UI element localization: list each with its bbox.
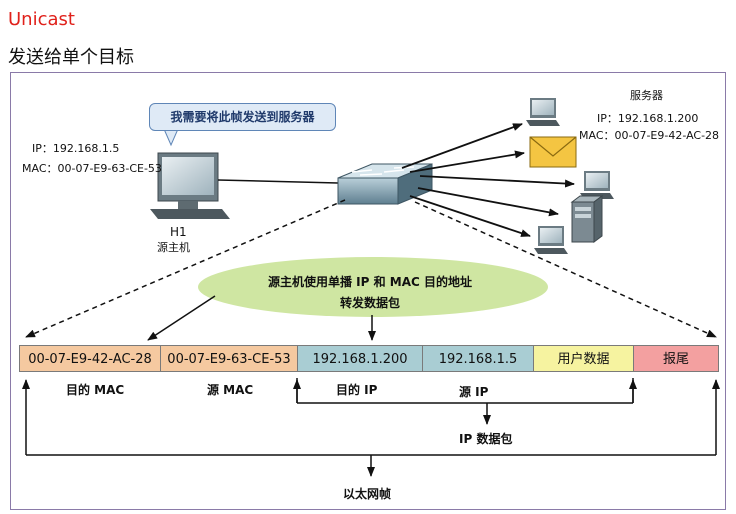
arrow-to-server: [409, 150, 525, 173]
server-label: 服务器: [630, 89, 663, 102]
ellipse-left-arrow: [147, 295, 216, 341]
ip-packet-label: IP 数据包: [459, 432, 513, 446]
dashed-right-line: [414, 201, 717, 338]
src-mac-label: 源 MAC: [207, 383, 254, 397]
ip-packet-bracket: [293, 378, 637, 425]
desktop-computer-icon: [580, 171, 614, 199]
bubble-pointer: [163, 128, 179, 147]
dest-mac-label: 目的 MAC: [66, 383, 125, 397]
source-mac: MAC：00-07-E9-63-CE-53: [22, 162, 162, 175]
frame-cell-src-ip: 192.168.1.5: [422, 345, 534, 372]
server-ip: IP：192.168.1.200: [597, 112, 699, 125]
ellipse-line-2: 转发数据包: [339, 296, 400, 310]
frame-cell-trailer: 报尾: [633, 345, 719, 372]
arrow-to-bottom-pc: [409, 195, 531, 237]
ellipse-callout: [198, 257, 548, 317]
speech-bubble: 我需要将此帧发送到服务器: [149, 103, 336, 131]
ellipse-line-1: 源主机使用单播 IP 和 MAC 目的地址: [267, 275, 472, 289]
frame-cell-src-mac: 00-07-E9-63-CE-53: [160, 345, 298, 372]
arrow-to-tower: [417, 187, 559, 217]
dest-ip-label: 目的 IP: [336, 383, 378, 397]
switch-icon: [337, 163, 433, 205]
page-title: Unicast: [8, 9, 75, 30]
desktop-computer-icon: [526, 98, 560, 126]
frame-cell-dest-mac: 00-07-E9-42-AC-28: [19, 345, 161, 372]
dashed-left-line: [25, 199, 346, 338]
frame-cell-dest-ip: 192.168.1.200: [297, 345, 423, 372]
ellipse-text: 源主机使用单播 IP 和 MAC 目的地址 转发数据包: [230, 272, 510, 314]
source-host-role: 源主机: [157, 241, 190, 254]
source-host-name: H1: [170, 225, 187, 239]
page-subtitle: 发送给单个目标: [8, 47, 134, 68]
arrow-to-top-pc: [401, 123, 523, 169]
source-ip: IP：192.168.1.5: [32, 142, 120, 155]
frame-cell-user-data: 用户数据: [533, 345, 634, 372]
diagram-panel: [10, 72, 726, 510]
server-mac: MAC：00-07-E9-42-AC-28: [579, 129, 720, 142]
h1-link: [217, 179, 339, 184]
envelope-icon: [529, 136, 577, 168]
src-ip-label: 源 IP: [459, 385, 489, 399]
arrow-to-mid-pc: [419, 175, 575, 188]
ethernet-frame-label: 以太网帧: [343, 487, 392, 501]
desktop-computer-icon: [534, 226, 568, 254]
server-tower-icon: [570, 195, 604, 243]
ethernet-frame-bracket: [22, 379, 720, 477]
desktop-computer-icon: [150, 152, 230, 219]
